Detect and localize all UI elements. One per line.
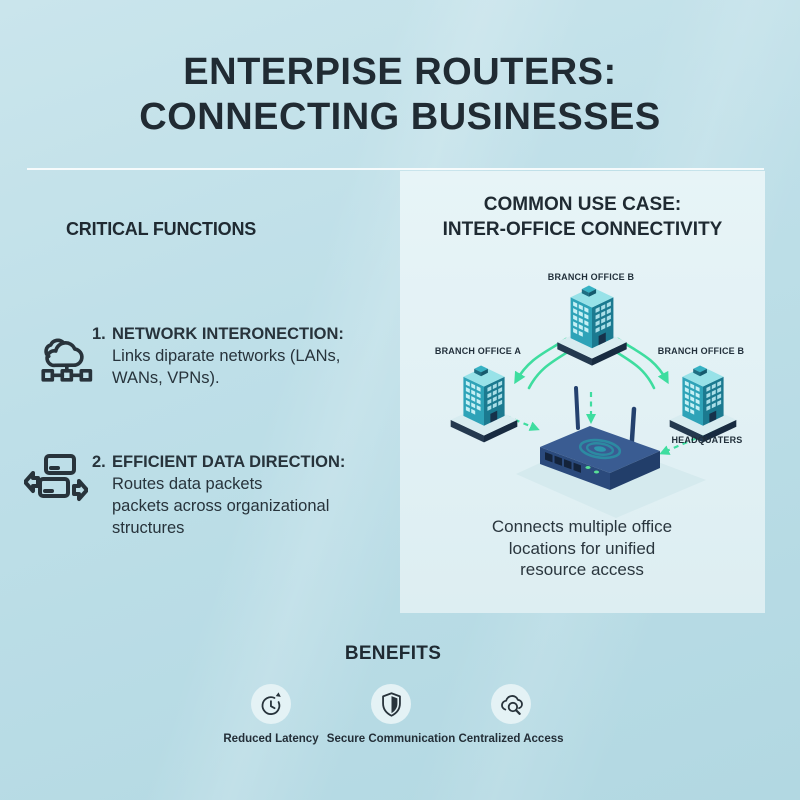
function-2-body: Routes data packets packets across organ…: [112, 473, 392, 539]
benefit-centralized-access: Centralized Access: [455, 684, 567, 745]
caption-line-2: locations for unified: [508, 538, 656, 558]
critical-functions-heading: CRITICAL FUNCTIONS: [66, 219, 257, 239]
caption-line-1: Connects multiple office: [491, 517, 673, 536]
benefit-circle: [251, 684, 291, 724]
function-2-title: EFFICIENT DATA DIRECTION:: [112, 453, 346, 471]
label-branch-office-a: BRANCH OFFICE A: [434, 346, 522, 356]
label-branch-office-b-top: BRANCH OFFICE B: [547, 272, 635, 282]
section-divider: [27, 168, 764, 170]
benefits-heading: BENEFITS: [344, 643, 442, 664]
function-2-text: 2. EFFICIENT DATA DIRECTION: Routes data …: [92, 451, 392, 539]
caption-line-3: resource access: [520, 560, 644, 579]
function-1-line-1: Links diparate networks (LANs,: [112, 347, 341, 365]
page-title: ENTERPISE ROUTERS: CONNECTING BUSINESSES: [0, 50, 800, 140]
cloud-search-icon: [500, 694, 523, 715]
function-1-line-2: WANs, VPNs).: [112, 369, 220, 387]
use-case-caption: Connects multiple office locations for u…: [462, 516, 702, 581]
benefit-circle: [491, 684, 531, 724]
function-2-heading: 2. EFFICIENT DATA DIRECTION:: [92, 451, 392, 473]
function-2-number: 2.: [92, 453, 106, 471]
use-case-heading: COMMON USE CASE: INTER-OFFICE CONNECTIVI…: [400, 192, 765, 242]
function-1-body: Links diparate networks (LANs, WANs, VPN…: [112, 345, 392, 389]
label-headquarters: HEADQUATERS: [671, 435, 743, 445]
benefit-secure-communication: Secure Communication: [327, 684, 455, 745]
function-2-line-3: structures: [112, 519, 185, 537]
benefit-circle: [371, 684, 411, 724]
benefits-row: Reduced Latency Secure Communication Cen…: [0, 684, 782, 745]
data-routing-icon: [24, 454, 88, 501]
use-case-heading-line-2: INTER-OFFICE CONNECTIVITY: [442, 219, 723, 240]
function-2-line-1: Routes data packets: [112, 475, 263, 493]
function-1-title: NETWORK INTERONECTION:: [112, 325, 344, 343]
use-case-heading-line-1: COMMON USE CASE:: [483, 194, 682, 215]
function-1-text: 1. NETWORK INTERONECTION: Links diparate …: [92, 323, 392, 389]
function-1-number: 1.: [92, 325, 106, 343]
label-branch-office-b-right: BRANCH OFFICE B: [657, 346, 745, 356]
function-1-heading: 1. NETWORK INTERONECTION:: [92, 323, 392, 345]
shield-icon: [381, 691, 401, 717]
benefit-label: Secure Communication: [326, 733, 456, 745]
cloud-network-icon: [41, 338, 93, 382]
title-line-2: CONNECTING BUSINESSES: [139, 96, 661, 138]
title-line-1: ENTERPISE ROUTERS:: [183, 51, 617, 93]
benefit-label: Reduced Latency: [223, 733, 319, 745]
benefit-label: Centralized Access: [458, 733, 564, 745]
function-2-line-2: packets across organizational: [112, 497, 330, 515]
clock-speed-icon: [261, 691, 281, 715]
benefit-reduced-latency: Reduced Latency: [215, 684, 327, 745]
